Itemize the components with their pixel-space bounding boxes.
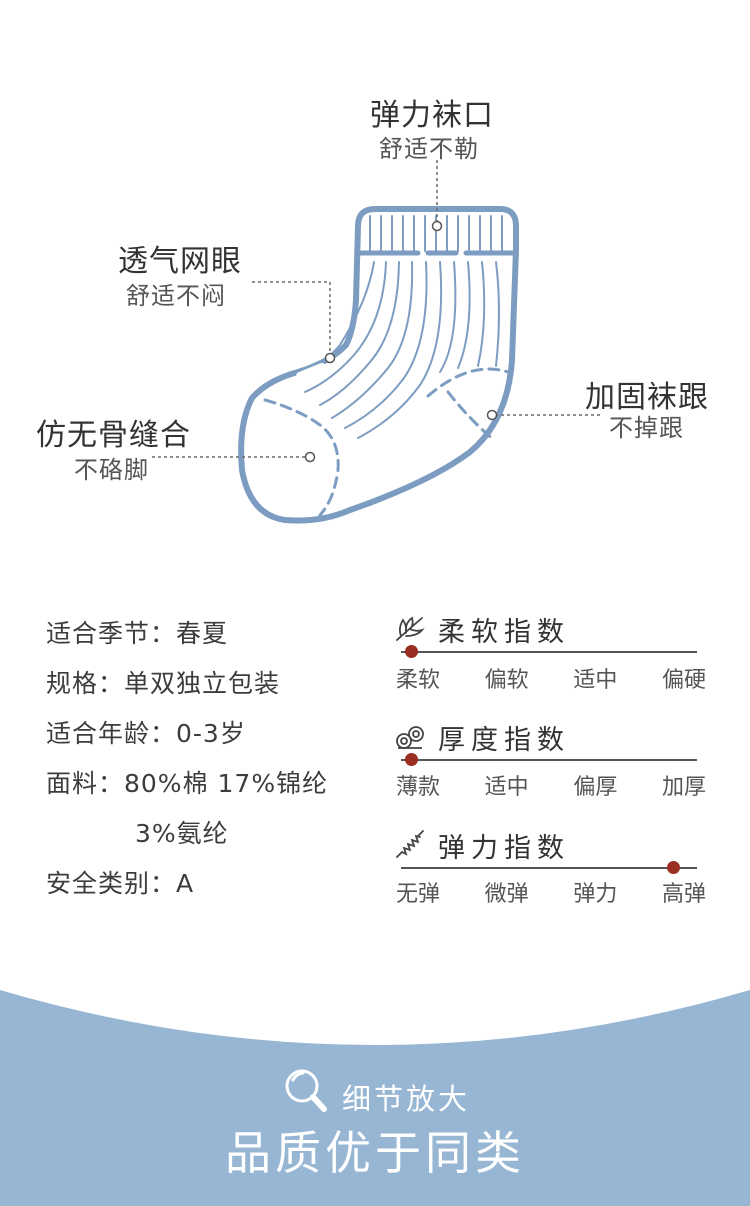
thickness-level-dot [404, 753, 418, 766]
elasticity-level-dot [666, 861, 680, 874]
thickness-title: 厚度指数 [438, 725, 570, 756]
callout-dots [304, 220, 498, 463]
seam-callout-sub: 不硌脚 [74, 456, 149, 484]
thickness-labels: 薄款 适中 偏厚 加厚 [396, 769, 706, 801]
softness-labels: 柔软 偏软 适中 偏硬 [396, 662, 706, 694]
elasticity-label: 弹力 [573, 882, 618, 907]
elasticity-title: 弹力指数 [438, 833, 570, 864]
mesh-callout-sub: 舒适不闷 [126, 282, 226, 310]
softness-label: 柔软 [396, 668, 441, 693]
elasticity-labels: 无弹 微弹 弹力 高弹 [396, 876, 706, 908]
elasticity-label: 无弹 [396, 882, 441, 907]
leader-lines [152, 160, 600, 458]
softness-label: 适中 [573, 668, 618, 693]
magnifier-icon [285, 1069, 327, 1112]
heel-callout-title: 加固袜跟 [585, 380, 709, 415]
yarn-icon [396, 726, 424, 749]
softness-title: 柔软指数 [438, 617, 570, 648]
softness-label: 偏软 [484, 668, 529, 693]
spec-fabric: 面料：80%棉 17%锦纶 [46, 769, 329, 798]
thickness-label: 薄款 [396, 775, 441, 800]
spring-icon [396, 830, 424, 858]
softness-track [401, 651, 697, 653]
softness-label: 偏硬 [661, 668, 706, 693]
mesh-callout-title: 透气网眼 [118, 244, 242, 279]
elasticity-label: 微弹 [484, 882, 529, 907]
seam-dot [304, 451, 316, 463]
feather-icon [396, 616, 425, 641]
thickness-label: 加厚 [661, 775, 706, 800]
sock-diagram [152, 160, 600, 524]
spec-packaging: 规格：单双独立包装 [46, 669, 281, 698]
softness-level-dot [404, 645, 418, 658]
footer-banner [0, 990, 750, 1206]
heel-callout-sub: 不掉跟 [609, 414, 684, 442]
thickness-track [401, 759, 697, 761]
spec-fabric-cont: 3%氨纶 [135, 819, 229, 848]
spec-safety: 安全类别：A [46, 869, 195, 898]
banner-subtitle: 细节放大 [342, 1082, 471, 1116]
cuff-callout-sub: 舒适不勒 [379, 135, 479, 163]
heel-dot [486, 409, 498, 421]
thickness-label: 偏厚 [573, 775, 618, 800]
spec-season: 适合季节：春夏 [46, 619, 229, 648]
elasticity-label: 高弹 [661, 882, 706, 907]
sock-illustration [238, 206, 519, 524]
cuff-dot [431, 220, 443, 232]
sock-outline [238, 206, 519, 524]
mesh-dot [324, 352, 336, 364]
spec-age: 适合年龄：0-3岁 [46, 719, 246, 748]
banner-title: 品质优于同类 [225, 1126, 525, 1180]
cuff-callout-title: 弹力袜口 [370, 98, 494, 133]
elasticity-track [401, 867, 697, 869]
seam-callout-title: 仿无骨缝合 [36, 418, 191, 453]
banner-shape [0, 990, 750, 1206]
thickness-label: 适中 [484, 775, 529, 800]
